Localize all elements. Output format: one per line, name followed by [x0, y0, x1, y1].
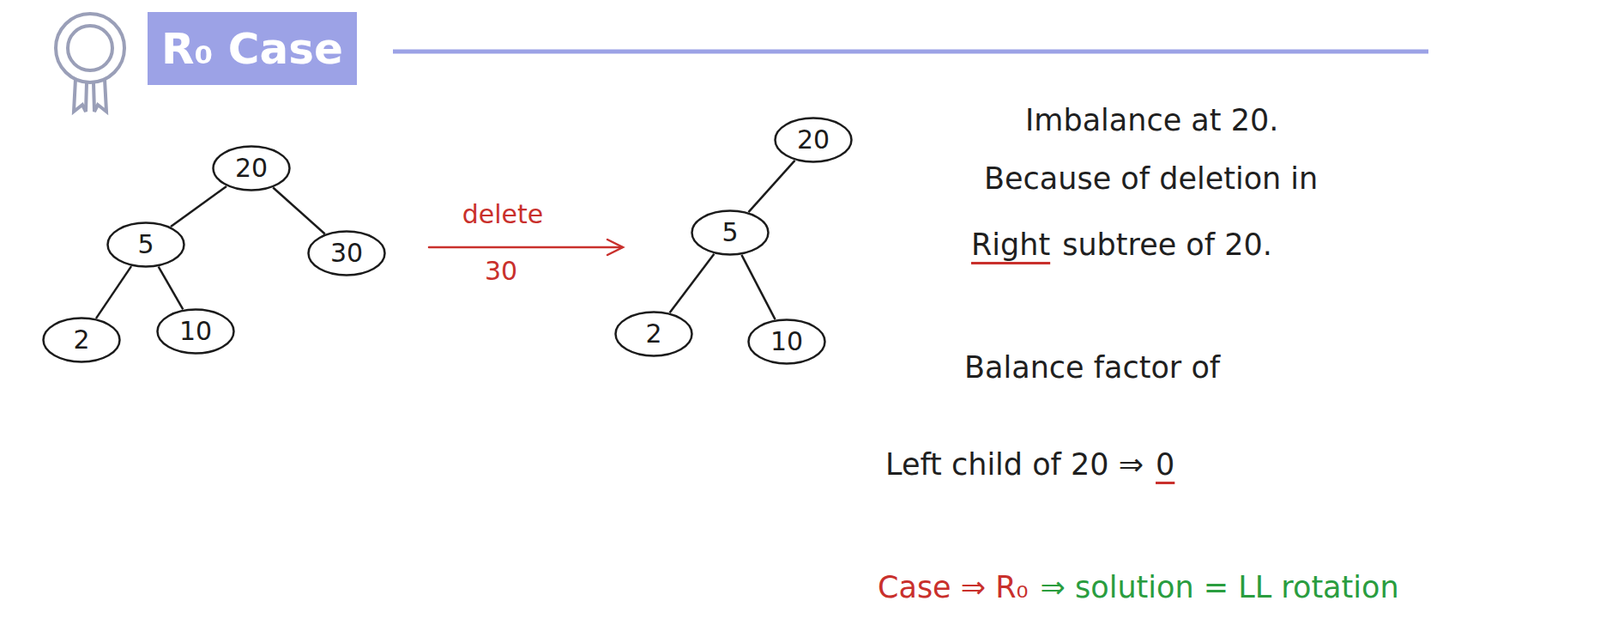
tree-node: 5 [690, 209, 770, 256]
delete-arrow [428, 239, 623, 255]
node-key: 5 [137, 231, 154, 258]
note-line: Because of deletion in [984, 160, 1318, 197]
tree-node: 10 [747, 318, 827, 365]
note-text: Case ⇒ R₀ [877, 568, 1029, 605]
tree-node: 20 [773, 116, 853, 164]
node-key: 20 [235, 155, 268, 182]
note-text: Because of deletion in [984, 160, 1318, 197]
node-key: 10 [770, 328, 804, 355]
edge-note: 30 [484, 255, 518, 287]
note-line: Balance factor of [964, 349, 1220, 386]
note-text: Balance factor of [964, 349, 1220, 386]
title: R₀ Case [161, 24, 344, 74]
tree-node: 5 [106, 221, 186, 268]
note-line: Case ⇒ R₀ ⇒ solution = LL rotation [877, 568, 1400, 605]
badge-icon [55, 13, 125, 112]
title-banner: R₀ Case [147, 12, 357, 85]
title-rule [392, 49, 1429, 55]
node-key: 2 [645, 320, 662, 347]
tree-edge [96, 265, 132, 319]
note-line: Left child of 20 ⇒ 0 [885, 446, 1175, 483]
note-text: Right [971, 226, 1051, 263]
tree-edge [158, 266, 184, 310]
tree-node: 2 [42, 316, 121, 363]
tree-node: 2 [614, 310, 694, 357]
note-text: 0 [1155, 446, 1175, 483]
edge-note: delete [462, 199, 544, 230]
tree-edge [670, 253, 715, 314]
note-text: Imbalance at 20. [1025, 102, 1279, 139]
tree-node: 20 [211, 144, 291, 192]
tree-edge [748, 160, 795, 212]
note-text: Left child of 20 ⇒ [885, 446, 1144, 483]
tree-edge [272, 187, 325, 235]
node-key: 2 [72, 326, 90, 353]
tree-node: 10 [156, 307, 236, 355]
node-key: 20 [796, 126, 830, 153]
tree-edge [741, 254, 775, 320]
tree-edge [170, 186, 227, 227]
node-key: 5 [721, 219, 738, 246]
node-key: 30 [330, 240, 363, 266]
tree-node: 30 [307, 229, 387, 277]
note-text: subtree of 20. [1062, 226, 1273, 263]
note-line: Right subtree of 20. [971, 226, 1273, 263]
note-text: ⇒ solution = LL rotation [1040, 568, 1400, 605]
note-line: Imbalance at 20. [1025, 102, 1279, 139]
node-key: 10 [179, 318, 212, 345]
